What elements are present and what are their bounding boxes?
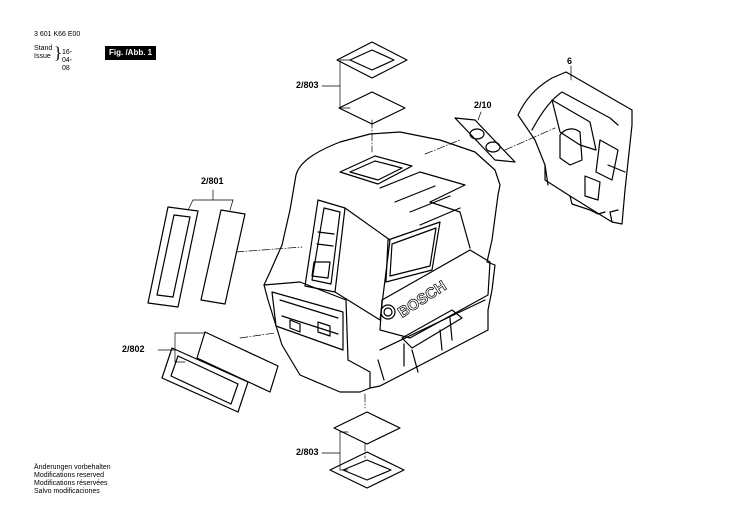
part-2-801-frame [147,206,199,308]
stand-label: Stand [34,45,53,52]
part-2-801-glass [200,209,246,305]
part-2-10-window-plate [454,117,516,163]
brace-icon: } [54,43,63,62]
modification-notes: Änderungen vorbehalten Modifications res… [34,464,111,496]
note-line: Modifications réservées [34,480,108,487]
bosch-logo-text: BOSCH [395,278,450,322]
part-2-803-top-frame [336,41,408,79]
part-2-802-glass [196,331,279,393]
issue-date: 16-04-08 [62,49,73,72]
label-part-6: 6 [567,56,573,66]
issue-label: Issue [34,53,51,60]
part-6-back-cover [517,71,633,225]
label-part-2-803-bottom: 2/803 [296,447,319,457]
main-laser-body [263,131,501,393]
label-part-2-801: 2/801 [201,176,224,186]
part-2-803-top-glass [338,91,406,125]
part-2-802-frame [161,347,249,413]
note-line: Änderungen vorbehalten [34,464,111,471]
figure-label: Fig. /Abb. 1 [105,46,157,60]
document-number: 3 601 K66 E00 [34,31,81,38]
label-part-2-803-top: 2/803 [296,80,319,90]
part-2-803-bottom-frame [329,451,405,489]
reference-lines [157,59,572,471]
note-line: Salvo modificaciones [34,488,100,495]
label-part-2-10: 2/10 [474,100,492,110]
leader-lines [235,119,556,459]
part-2-803-bottom-glass [333,411,401,445]
label-part-2-802: 2/802 [122,344,145,354]
note-line: Modifications reserved [34,472,105,479]
